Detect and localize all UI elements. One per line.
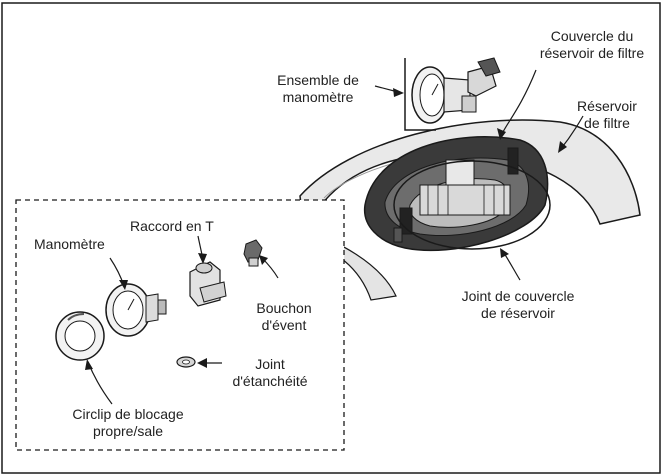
label-filter-tank-line1: Réservoir [577,98,637,114]
label-vent-plug-line1: Bouchon [256,300,312,316]
top-arrowheads [393,88,567,258]
label-gauge-assembly: Ensemble de manomètre [262,72,374,106]
vent-plug [243,239,263,267]
label-vent-plug-line2: d'évent [261,317,307,333]
label-filter-tank: Réservoir de filtre [566,98,648,132]
label-gauge-text: Manomètre [34,236,105,252]
label-tank-lid-line1: Couvercle du [550,28,634,44]
label-sealing-washer: Joint d'étanchéité [220,356,320,390]
gauge-assembly [404,57,501,131]
lid-seal-ring [393,160,551,250]
label-gauge-assembly-line1: Ensemble de [277,72,359,88]
label-tank-lid: Couvercle du réservoir de filtre [530,28,654,62]
label-sealing-washer-line2: d'étanchéité [232,373,308,389]
label-gauge: Manomètre [34,236,105,253]
label-circlip-line1: Circlip de blocage [72,406,184,422]
label-lid-seal-line1: Joint de couvercle [461,288,575,304]
label-tank-lid-line2: réservoir de filtre [539,45,645,61]
label-gauge-assembly-line2: manomètre [282,89,354,105]
label-circlip-line2: propre/sale [92,423,164,439]
sealing-washer [176,356,196,368]
t-fitting [189,261,227,307]
label-lid-seal: Joint de couvercle de réservoir [438,288,598,322]
label-vent-plug: Bouchon d'évent [244,300,324,334]
label-sealing-washer-line1: Joint [255,356,285,372]
locking-circlip [55,311,105,361]
tank-lid [363,136,549,252]
label-filter-tank-line2: de filtre [584,115,630,131]
pressure-gauge [105,283,167,337]
detail-arrowheads [85,253,268,370]
label-t-fitting: Raccord en T [130,218,214,235]
label-lid-seal-line2: de réservoir [481,305,555,321]
label-t-fitting-text: Raccord en T [130,218,214,234]
label-circlip: Circlip de blocage propre/sale [48,406,208,440]
